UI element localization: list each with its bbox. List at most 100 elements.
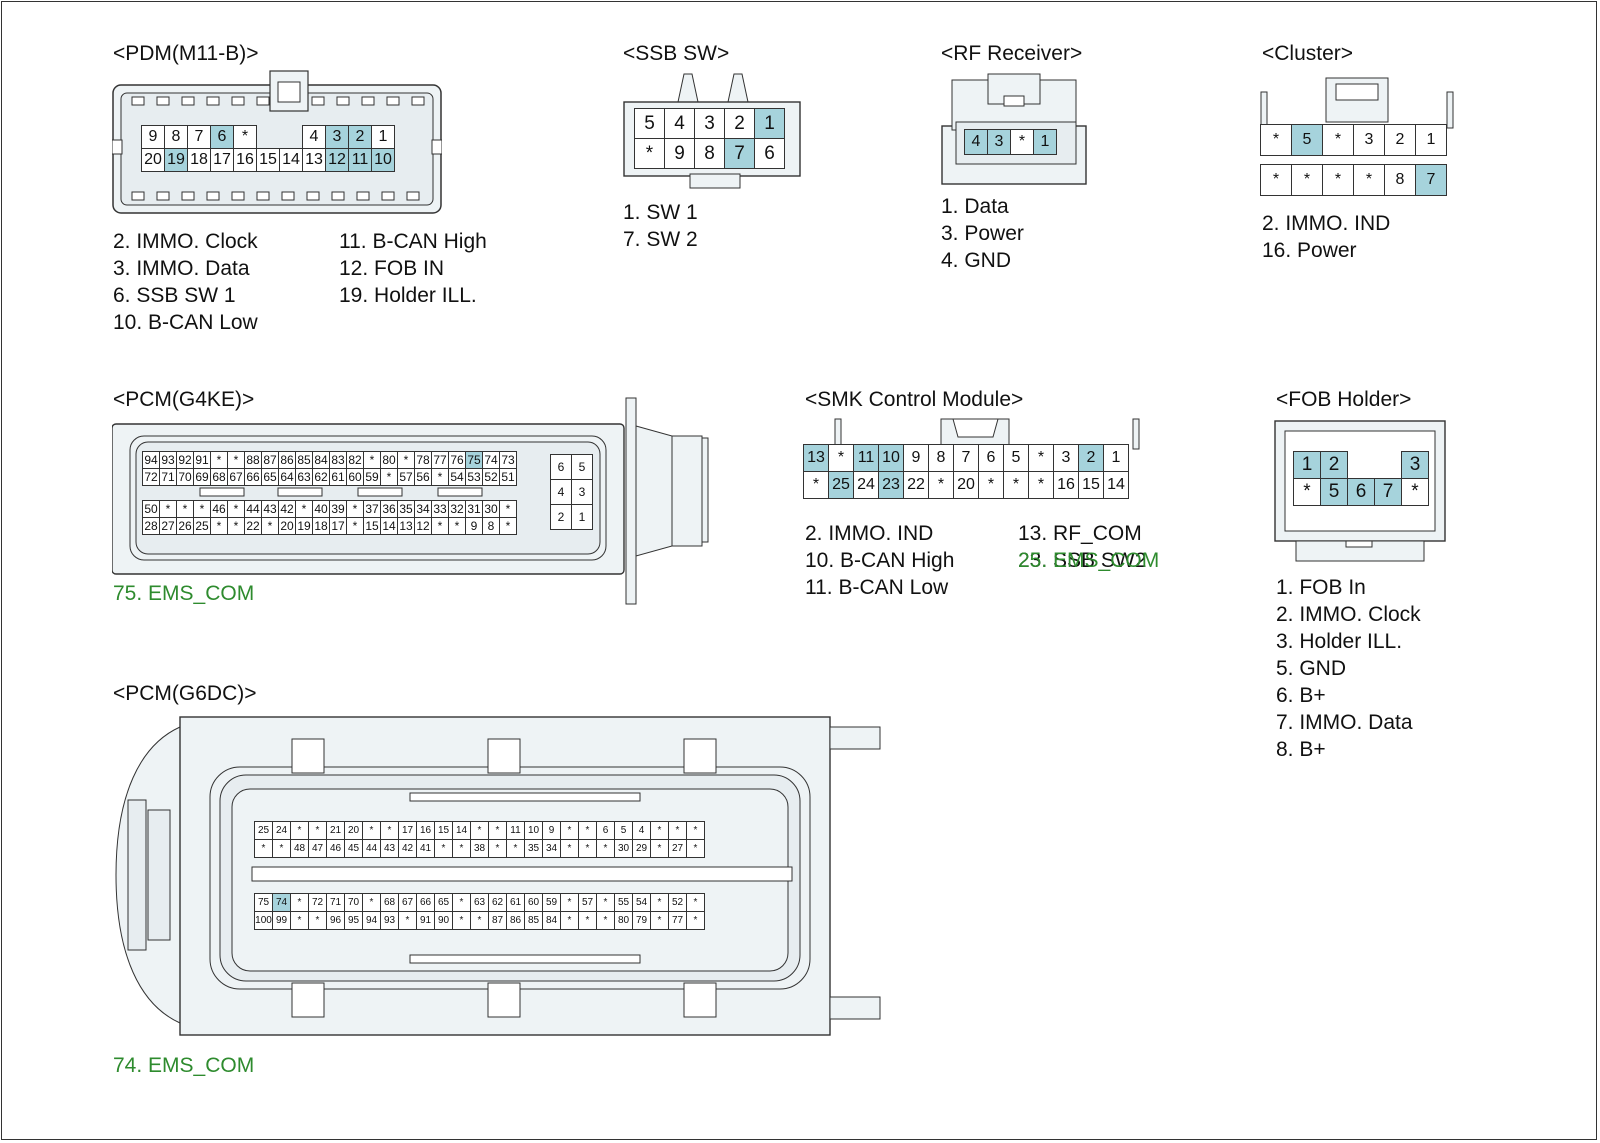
pin-63: 63: [470, 893, 489, 912]
pin-33: 33: [431, 500, 449, 518]
pin-description: 3. Power: [941, 222, 1024, 245]
pin-unused: *: [1010, 129, 1034, 155]
cluster-housing: [1260, 77, 1454, 129]
pin-2: 2: [724, 108, 755, 139]
pin-2: 2: [1078, 444, 1104, 472]
pin-9: 9: [141, 125, 165, 149]
pin-unused: *: [434, 839, 453, 858]
pin-54: 54: [632, 893, 651, 912]
pin-description: 3. Holder ILL.: [1276, 630, 1403, 653]
pcm-g4ke-title: <PCM(G4KE)>: [113, 388, 255, 411]
pin-description: 11. B-CAN Low: [805, 576, 949, 599]
cluster-title: <Cluster>: [1262, 42, 1354, 65]
pin-86: 86: [506, 911, 525, 930]
pin-96: 96: [326, 911, 345, 930]
pin-unused: *: [1028, 444, 1054, 472]
pin-15: 15: [256, 148, 280, 172]
pin-34: 34: [542, 839, 561, 858]
pin-13: 13: [803, 444, 829, 472]
pin-74: 74: [482, 451, 500, 469]
pin-94: 94: [362, 911, 381, 930]
pin-empty: [257, 126, 280, 149]
fob-title: <FOB Holder>: [1276, 388, 1412, 411]
pin-18: 18: [312, 517, 330, 535]
pin-50: 50: [142, 500, 160, 518]
pin-unused: *: [928, 471, 954, 499]
pin-65: 65: [434, 893, 453, 912]
pin-unused: *: [362, 893, 381, 912]
pin-22: 22: [903, 471, 929, 499]
pin-80: 80: [614, 911, 633, 930]
pin-1: 1: [371, 125, 395, 149]
pin-15: 15: [363, 517, 381, 535]
pin-6: 6: [1347, 478, 1375, 506]
pin-31: 31: [465, 500, 483, 518]
pin-17: 17: [398, 821, 417, 840]
pin-description: 3. IMMO. Data: [113, 257, 250, 280]
pin-35: 35: [397, 500, 415, 518]
pin-unused: *: [686, 911, 705, 930]
pin-unused: *: [560, 893, 579, 912]
pin-unused: *: [499, 517, 517, 535]
pin-9: 9: [465, 517, 483, 535]
pin-5: 5: [614, 821, 633, 840]
pin-unused: *: [227, 500, 245, 518]
pin-description: 2. IMMO. Clock: [113, 230, 258, 253]
pin-61: 61: [329, 468, 347, 486]
pin-72: 72: [142, 468, 160, 486]
pin-empty: [1375, 452, 1402, 479]
pin-24: 24: [272, 821, 291, 840]
ssb-title: <SSB SW>: [623, 42, 730, 65]
pin-12: 12: [414, 517, 432, 535]
pin-14: 14: [380, 517, 398, 535]
pin-60: 60: [524, 893, 543, 912]
pin-unused: *: [596, 911, 615, 930]
pin-unused: *: [290, 821, 309, 840]
pin-1: 1: [1415, 124, 1447, 156]
pin-unused: *: [346, 500, 364, 518]
pin-description: 10. B-CAN High: [805, 549, 955, 572]
pin-unused: *: [1003, 471, 1029, 499]
pin-20: 20: [344, 821, 363, 840]
pin-26: 26: [176, 517, 194, 535]
pcm-g6dc-title: <PCM(G6DC)>: [113, 682, 257, 705]
pin-79: 79: [632, 911, 651, 930]
pin-unused: *: [308, 821, 327, 840]
pin-7: 7: [1415, 164, 1447, 196]
pin-43: 43: [261, 500, 279, 518]
pin-8: 8: [928, 444, 954, 472]
pin-95: 95: [344, 911, 363, 930]
pin-unused: *: [398, 911, 417, 930]
pin-93: 93: [380, 911, 399, 930]
pin-description: 7. IMMO. Data: [1276, 711, 1413, 734]
pin-8: 8: [1384, 164, 1416, 196]
pin-14: 14: [1103, 471, 1129, 499]
pin-69: 69: [193, 468, 211, 486]
pin-41: 41: [416, 839, 435, 858]
pin-unused: *: [1293, 478, 1321, 506]
pin-62: 62: [312, 468, 330, 486]
pin-11: 11: [506, 821, 525, 840]
pin-unused: *: [380, 468, 398, 486]
pin-99: 99: [272, 911, 291, 930]
pin-unused: *: [452, 839, 471, 858]
pin-7: 7: [953, 444, 979, 472]
pin-8: 8: [164, 125, 188, 149]
pin-75: 75: [254, 893, 273, 912]
pin-7: 7: [724, 138, 755, 169]
pin-unused: *: [686, 821, 705, 840]
pin-5: 5: [1291, 124, 1323, 156]
pin-unused: *: [596, 839, 615, 858]
